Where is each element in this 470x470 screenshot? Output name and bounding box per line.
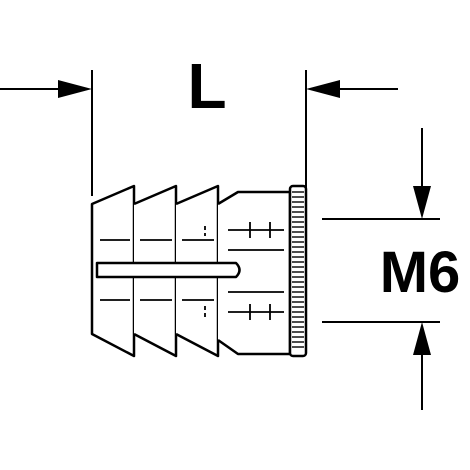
length-dimension: L [0,50,398,196]
knurled-flange [288,184,308,358]
thread-dimension: M6 [322,128,460,410]
arrowhead-left [58,80,92,98]
length-label: L [187,50,226,122]
arrowhead-bottom [413,322,431,355]
threaded-insert [90,184,308,358]
knurl-hatching [292,191,304,348]
arrowhead-top [413,186,431,219]
insert-slot [95,261,241,279]
thread-hidden-lines [100,222,284,320]
arrowhead-right [306,80,340,98]
thread-label: M6 [380,240,461,305]
